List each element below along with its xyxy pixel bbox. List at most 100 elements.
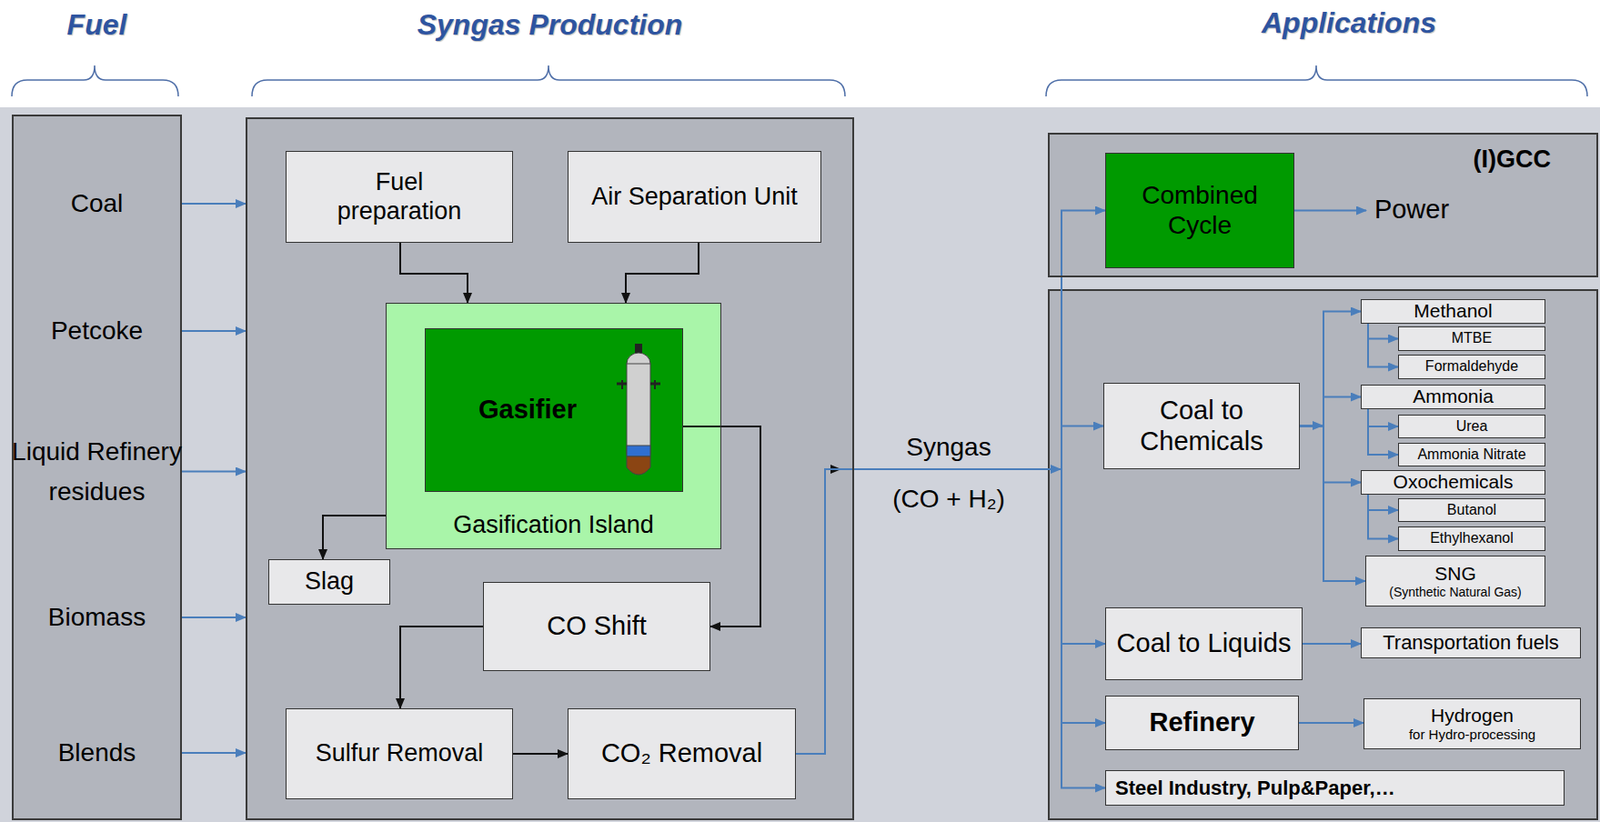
- connector: [1299, 397, 1361, 427]
- node-text: Sulfur Removal: [315, 739, 484, 768]
- output-text: Power: [1366, 190, 1458, 231]
- product-box: Butanol: [1398, 498, 1546, 523]
- node-text: Power: [1374, 194, 1450, 225]
- node-text: Coal: [70, 189, 124, 219]
- connector: [322, 515, 386, 560]
- node-text: MTBE: [1451, 330, 1492, 347]
- connector: [1368, 409, 1399, 427]
- connector: [1368, 323, 1399, 368]
- node-text: Oxochemicals: [1393, 471, 1514, 494]
- node-text: Combined Cycle: [1127, 181, 1272, 240]
- connector: [1299, 426, 1366, 583]
- application-box: Coal to Chemicals: [1103, 382, 1300, 470]
- node-text: Hydrogen: [1430, 704, 1514, 727]
- node-text: Formaldehyde: [1425, 358, 1519, 375]
- connector: [795, 469, 1106, 789]
- connector: [795, 469, 1106, 755]
- product-box: Hydrogenfor Hydro-processing: [1363, 698, 1581, 750]
- gasification-island: Gasification Island Gasifier: [385, 302, 722, 550]
- node-text: Coal to Liquids: [1116, 628, 1292, 659]
- panel-heading: Fuel: [13, 8, 181, 42]
- node-text: Petcoke: [50, 316, 143, 346]
- syngas-panel: Syngas ProductionFuel preparationAir Sep…: [245, 117, 855, 821]
- node-text: CO₂ Removal: [601, 738, 763, 769]
- node-text: Steel Industry, Pulp&Paper,…: [1115, 776, 1396, 800]
- connector: [795, 211, 1106, 755]
- node-text: Gasifier: [478, 394, 577, 425]
- node-text: Blends: [58, 738, 137, 768]
- connector: [1368, 409, 1399, 455]
- connector: [181, 202, 246, 205]
- connector: [795, 426, 1104, 755]
- gasifier-icon: [614, 343, 663, 483]
- process-box: Fuel preparation: [285, 150, 514, 243]
- fuel-panel: FuelCoalPetcokeLiquid Refinery residuesB…: [11, 114, 182, 821]
- process-box: Combined Cycle: [1105, 152, 1295, 269]
- fuel-item: Coal: [11, 185, 182, 222]
- connector: [1294, 210, 1367, 212]
- node-text: Biomass: [48, 603, 146, 633]
- node-text: Coal to Chemicals: [1104, 395, 1299, 457]
- node-text: Slag: [304, 567, 354, 596]
- product-box: Oxochemicals: [1360, 470, 1546, 495]
- node-text: SNG: [1434, 563, 1477, 585]
- panel-fill: [11, 114, 182, 821]
- fuel-item: Blends: [11, 734, 182, 772]
- node-text: Fuel preparation: [313, 168, 485, 225]
- application-box: Refinery: [1105, 695, 1299, 751]
- stream-label: Syngas: [857, 432, 1040, 463]
- product-box: Urea: [1398, 414, 1546, 439]
- node-text: Gasification Island: [452, 511, 655, 540]
- process-box: Slag: [268, 559, 391, 605]
- connector: [1302, 643, 1361, 645]
- connector: [400, 626, 484, 709]
- application-box: Coal to Liquids: [1105, 607, 1303, 681]
- node-text: Liquid Refinery residues: [11, 432, 182, 512]
- node-text: Butanol: [1447, 502, 1497, 519]
- connector: [795, 469, 1106, 755]
- node-text: Ammonia Nitrate: [1417, 446, 1526, 463]
- node-text: Urea: [1456, 418, 1489, 435]
- node-text: Ethylhexanol: [1429, 530, 1514, 547]
- section-heading: Applications: [1203, 6, 1495, 41]
- connector: [181, 752, 246, 755]
- node-text: Methanol: [1413, 300, 1492, 323]
- node-subtext: (Synthetic Natural Gas): [1388, 584, 1522, 600]
- product-box: Methanol: [1360, 299, 1546, 324]
- connector: [513, 753, 568, 755]
- connector: [181, 471, 246, 473]
- fuel-item: Liquid Refinery residues: [11, 410, 182, 534]
- panel-heading: (I)GCC: [1473, 145, 1551, 174]
- node-text: Air Separation Unit: [591, 182, 798, 212]
- process-box: CO₂ Removal: [567, 708, 796, 800]
- connector: [1299, 311, 1361, 427]
- connector: [181, 330, 246, 333]
- product-box: MTBE: [1398, 326, 1546, 352]
- node-text: Refinery: [1148, 707, 1255, 738]
- connector: [181, 616, 246, 619]
- connector: [1298, 722, 1364, 725]
- connector: [1368, 323, 1399, 340]
- connector: [1299, 426, 1361, 484]
- product-box: Ammonia: [1360, 384, 1546, 410]
- application-box: Steel Industry, Pulp&Paper,…: [1105, 770, 1565, 806]
- product-box: Ethylhexanol: [1398, 526, 1546, 552]
- node-subtext: for Hydro-processing: [1408, 726, 1536, 743]
- product-box: Transportation fuels: [1360, 627, 1581, 659]
- gcc-panel: (I)GCC Combined Cycle Power: [1047, 132, 1599, 278]
- node-text: Ammonia: [1412, 385, 1494, 408]
- fuel-item: Biomass: [11, 599, 182, 636]
- process-box: CO Shift: [483, 582, 711, 672]
- panel-heading: Syngas Production: [247, 8, 853, 42]
- connector: [1368, 494, 1399, 511]
- connector: [1368, 494, 1399, 540]
- process-box: Air Separation Unit: [567, 150, 822, 243]
- fuel-item: Petcoke: [11, 312, 182, 350]
- connector: [625, 242, 699, 303]
- process-box: Sulfur Removal: [285, 708, 514, 800]
- product-box: Ammonia Nitrate: [1398, 442, 1546, 467]
- product-box: SNG(Synthetic Natural Gas): [1365, 555, 1546, 607]
- node-text: Transportation fuels: [1382, 631, 1560, 655]
- connector: [400, 242, 468, 303]
